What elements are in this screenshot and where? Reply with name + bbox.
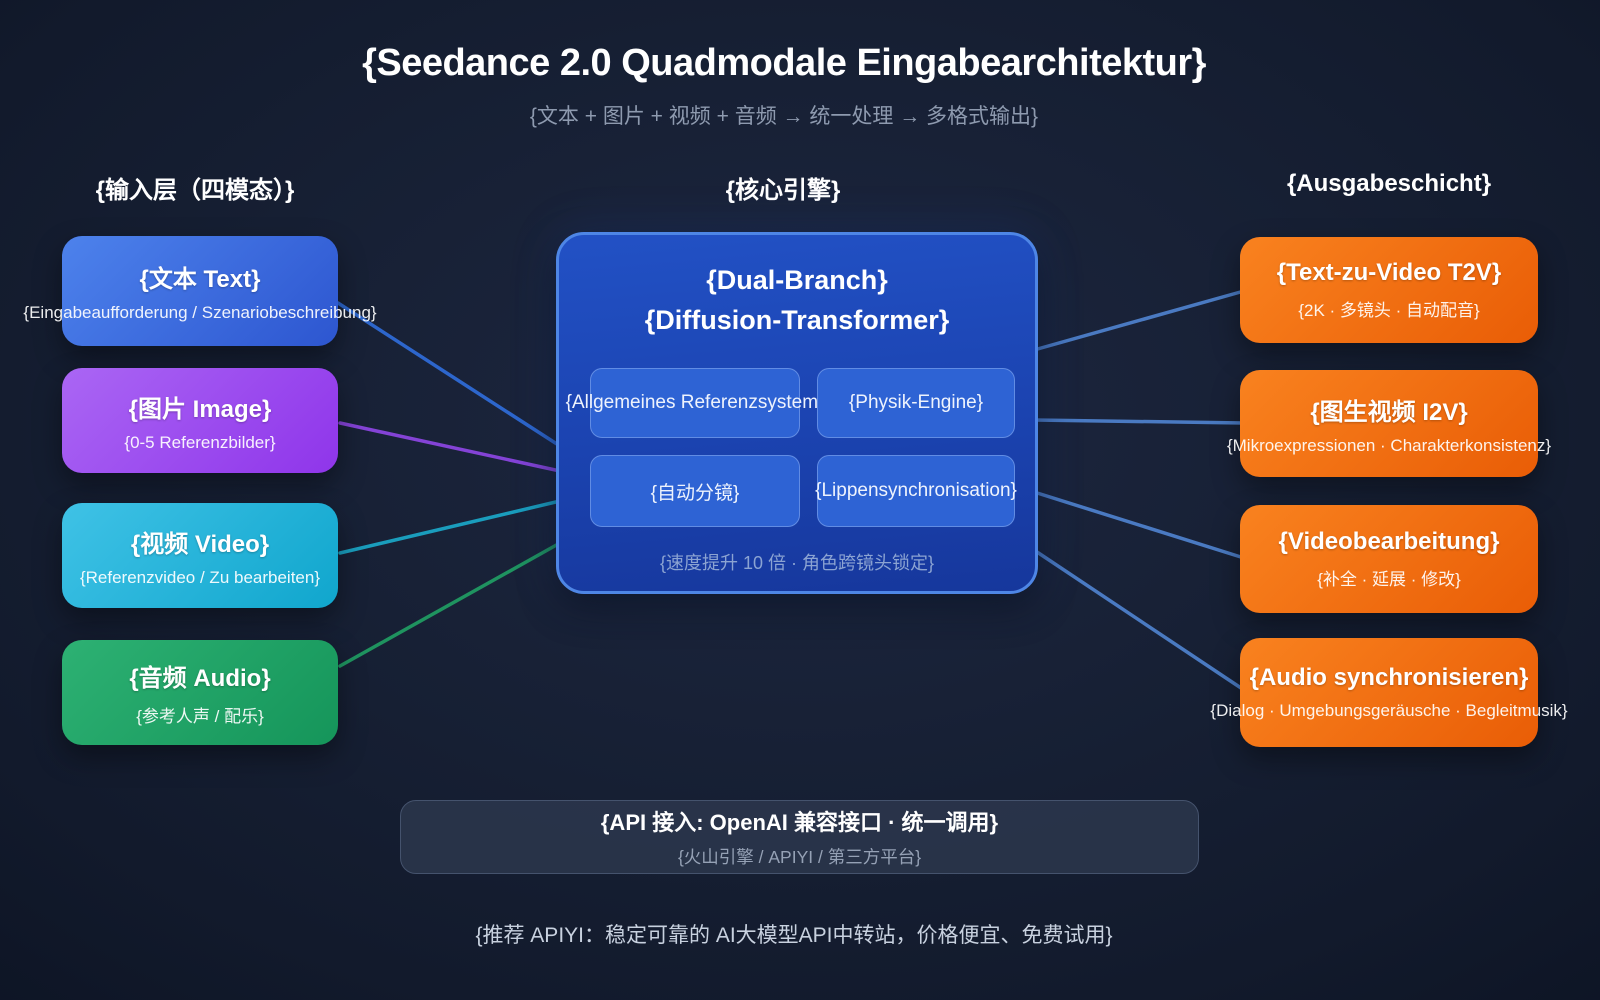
page-title: {Seedance 2.0 Quadmodale Eingabearchitek… — [362, 42, 1206, 84]
connector-engine-to-i2v — [1032, 418, 1246, 425]
input-node-video-subtitle: {Referenzvideo / Zu bearbeiten} — [79, 567, 321, 587]
connector-audio-to-engine — [338, 541, 562, 668]
output-node-audio-sync: {Audio synchronisieren} {Dialog · Umgebu… — [1210, 638, 1568, 747]
input-node-text-subtitle: {Eingabeaufforderung / Szenariobeschreib… — [23, 303, 377, 322]
output-node-i2v-subtitle: {Mikroexpressionen · Charakterkonsistenz… — [1226, 435, 1552, 455]
output-node-t2v-subtitle: {2K · 多镜头 · 自动配音} — [1298, 301, 1480, 320]
input-node-audio-subtitle: {参考人声 / 配乐} — [136, 707, 264, 726]
engine-header: {核心引擎} — [725, 177, 841, 204]
engine-module-physics-engine: {Physik-Engine} — [817, 368, 1015, 438]
api-access-bar: {API 接入: OpenAI 兼容接口 · 统一调用} {火山引擎 / API… — [400, 800, 1199, 874]
input-node-audio-title: {音频 Audio} — [129, 665, 271, 692]
input-node-text: {文本 Text} {Eingabeaufforderung / Szenari… — [23, 236, 377, 346]
output-node-audio-sync-title: {Audio synchronisieren} — [1249, 664, 1529, 691]
api-bar-title: {API 接入: OpenAI 兼容接口 · 统一调用} — [600, 810, 999, 835]
api-bar-subtitle: {火山引擎 / APIYI / 第三方平台} — [677, 847, 922, 867]
input-node-image: {图片 Image} {0-5 Referenzbilder} — [62, 368, 338, 473]
connector-engine-to-audio — [1032, 548, 1246, 692]
engine-module-reference-system: {Allgemeines Referenzsystem} — [566, 368, 824, 438]
output-node-video-edit-subtitle: {补全 · 延展 · 修改} — [1317, 570, 1461, 589]
output-node-video-edit: {Videobearbeitung} {补全 · 延展 · 修改} — [1240, 505, 1538, 613]
output-layer-header: {Ausgabeschicht} — [1286, 170, 1492, 197]
connector-text-to-engine — [336, 301, 562, 448]
footer-note: {推荐 APIYI：稳定可靠的 AI大模型API中转站，价格便宜、免费试用} — [475, 924, 1113, 947]
input-node-video-title: {视频 Video} — [130, 530, 270, 558]
input-node-audio: {音频 Audio} {参考人声 / 配乐} — [62, 640, 338, 745]
output-node-i2v-title: {图生视频 I2V} — [1310, 398, 1468, 426]
output-node-t2v-title: {Text-zu-Video T2V} — [1276, 259, 1502, 286]
engine-title-line1: {Dual-Branch} — [706, 265, 888, 295]
output-node-t2v: {Text-zu-Video T2V} {2K · 多镜头 · 自动配音} — [1240, 237, 1538, 343]
output-node-i2v: {图生视频 I2V} {Mikroexpressionen · Charakte… — [1227, 370, 1551, 477]
input-layer-header: {输入层（四模态）} — [95, 177, 295, 204]
engine-module-auto-storyboard: {自动分镜} — [590, 455, 800, 527]
input-node-video: {视频 Video} {Referenzvideo / Zu bearbeite… — [62, 503, 338, 608]
output-node-video-edit-title: {Videobearbeitung} — [1278, 528, 1500, 555]
engine-module-lip-sync: {Lippensynchronisation} — [815, 455, 1017, 527]
input-node-text-title: {文本 Text} — [139, 266, 261, 293]
engine-caption: {速度提升 10 倍 · 角色跨镜头锁定} — [659, 553, 935, 573]
page-subtitle: {文本 + 图片 + 视频 + 音频 → 统一处理 → 多格式输出} — [529, 105, 1039, 128]
output-node-audio-sync-subtitle: {Dialog · Umgebungsgeräusche · Begleitmu… — [1210, 701, 1568, 720]
connector-engine-to-t2v — [1032, 289, 1246, 352]
connector-video-to-engine — [338, 499, 562, 555]
engine-title: {Dual-Branch} {Diffusion-Transformer} — [556, 260, 1038, 340]
engine-title-line2: {Diffusion-Transformer} — [644, 305, 950, 335]
connector-engine-to-edit — [1032, 490, 1246, 560]
input-node-image-subtitle: {0-5 Referenzbilder} — [124, 432, 276, 452]
connector-image-to-engine — [338, 421, 562, 473]
input-node-image-title: {图片 Image} — [128, 395, 272, 423]
